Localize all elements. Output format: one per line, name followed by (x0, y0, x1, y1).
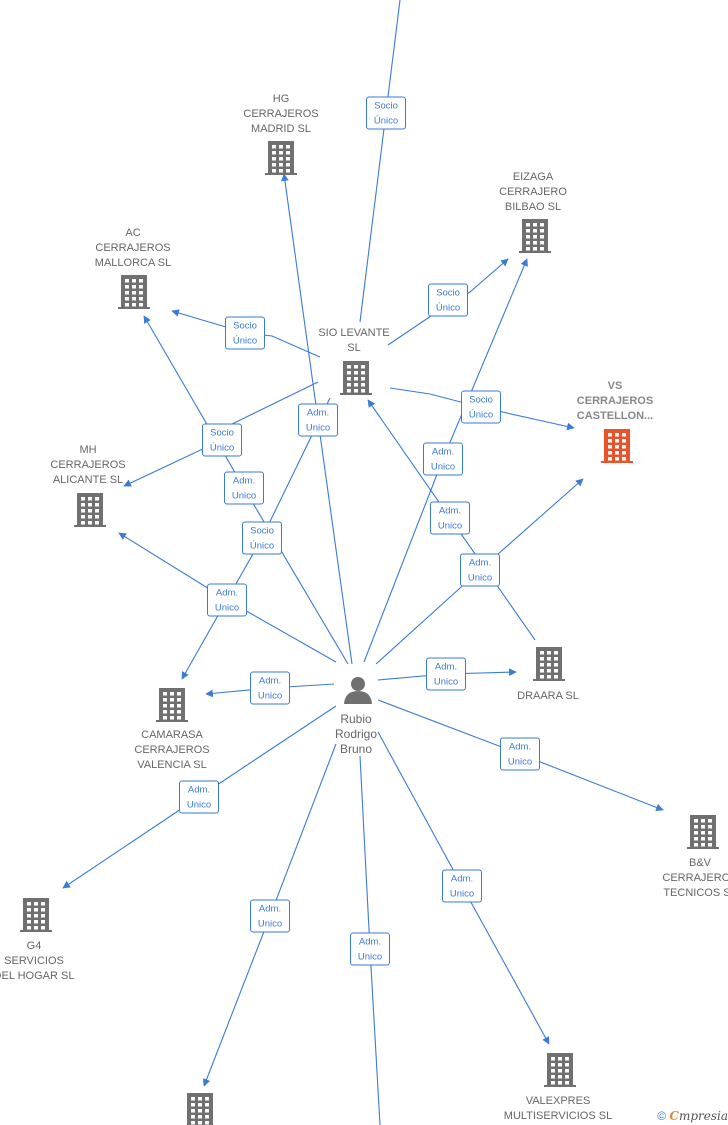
building-icon[interactable] (687, 815, 719, 849)
node-label: DRAARA SL (517, 690, 579, 702)
empresia-logo: Cmpresia (669, 1109, 728, 1123)
relation-label[interactable]: Socio Único (202, 423, 242, 457)
node-label: VS CERRAJEROS CASTELLON... (576, 380, 654, 422)
relation-label[interactable]: Socio Único (461, 390, 501, 424)
relation-label[interactable]: Adm. Unico (250, 671, 290, 705)
node-sio[interactable]: SIO LEVANTE SL (289, 326, 419, 356)
building-icon[interactable] (265, 141, 297, 175)
relation-label[interactable]: Adm. Unico (350, 932, 390, 966)
building-icon[interactable] (544, 1053, 576, 1087)
node-camarasa[interactable]: CAMARASA CERRAJEROS VALENCIA SL (107, 728, 237, 773)
relation-label[interactable]: Adm. Unico (250, 899, 290, 933)
node-vs[interactable]: VS CERRAJEROS CASTELLON... (550, 379, 680, 424)
node-label: HG CERRAJEROS MADRID SL (243, 93, 319, 135)
node-label: B&V CERRAJEROS TECNICOS SL (662, 857, 728, 899)
node-eizaga[interactable]: EIZAGA CERRAJERO BILBAO SL (468, 170, 598, 215)
relation-edge (389, 387, 575, 431)
node-label: AC CERRAJEROS MALLORCA SL (94, 227, 172, 269)
building-icon[interactable] (601, 429, 633, 463)
node-valexpres[interactable]: VALEXPRES MULTISERVICIOS SL (493, 1094, 623, 1124)
relation-label[interactable]: Socio Único (366, 96, 406, 130)
node-label: Rubio Rodrigo Bruno (334, 712, 378, 756)
relation-edge (359, 0, 401, 323)
node-g4[interactable]: G4 SERVICIOS DEL HOGAR SL (0, 939, 99, 984)
relation-label[interactable]: Adm. Unico (500, 737, 540, 771)
relation-label[interactable]: Adm. Unico (207, 583, 247, 617)
node-label: MH CERRAJEROS ALICANTE SL (50, 444, 126, 486)
node-label: EIZAGA CERRAJERO BILBAO SL (499, 171, 567, 213)
building-icon[interactable] (519, 219, 551, 253)
copyright-symbol: © (657, 1109, 667, 1123)
building-icon[interactable] (20, 898, 52, 932)
relation-label[interactable]: Adm. Unico (426, 657, 466, 691)
footer-brand: © Cmpresia (657, 1109, 728, 1123)
node-person[interactable]: Rubio Rodrigo Bruno (291, 712, 421, 757)
building-icon[interactable] (74, 493, 106, 527)
relation-label[interactable]: Socio Único (428, 283, 468, 317)
relation-label[interactable]: Adm. Unico (460, 553, 500, 587)
relation-label[interactable]: Socio Único (242, 521, 282, 555)
building-icon[interactable] (184, 1093, 216, 1125)
person-icon[interactable] (344, 677, 372, 704)
building-icon[interactable] (118, 275, 150, 309)
relation-label[interactable]: Adm. Unico (179, 780, 219, 814)
node-label: SIO LEVANTE SL (318, 327, 390, 354)
relation-label[interactable]: Adm. Unico (442, 869, 482, 903)
node-label: VALEXPRES MULTISERVICIOS SL (503, 1095, 613, 1122)
building-icon[interactable] (156, 688, 188, 722)
node-draara[interactable]: DRAARA SL (483, 689, 613, 704)
building-icon[interactable] (533, 647, 565, 681)
relation-label[interactable]: Adm. Unico (430, 501, 470, 535)
relation-label[interactable]: Adm. Unico (224, 471, 264, 505)
relation-label[interactable]: Adm. Unico (298, 403, 338, 437)
building-icon[interactable] (340, 361, 372, 395)
node-mh[interactable]: MH CERRAJEROS ALICANTE SL (23, 443, 153, 488)
relation-label[interactable]: Socio Único (225, 316, 265, 350)
node-ac[interactable]: AC CERRAJEROS MALLORCA SL (68, 226, 198, 271)
node-hg[interactable]: HG CERRAJEROS MADRID SL (216, 92, 346, 137)
node-label: G4 SERVICIOS DEL HOGAR SL (0, 940, 75, 982)
node-label: CAMARASA CERRAJEROS VALENCIA SL (134, 729, 210, 771)
relation-label[interactable]: Adm. Unico (423, 442, 463, 476)
node-bv[interactable]: B&V CERRAJEROS TECNICOS SL (635, 856, 728, 901)
